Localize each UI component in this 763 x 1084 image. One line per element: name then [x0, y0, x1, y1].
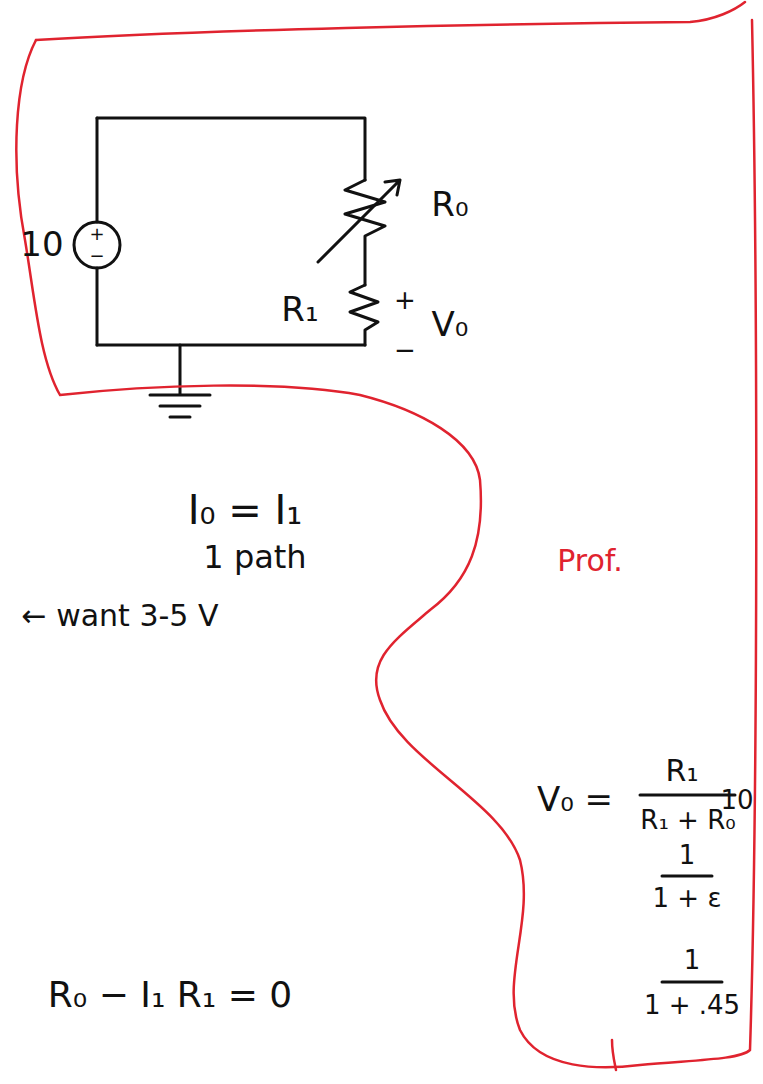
note: ← want 3-5 V: [22, 599, 219, 632]
fraction-bar: [662, 981, 722, 984]
wire: [96, 268, 99, 345]
resistor-name: R₁: [281, 291, 318, 328]
note: 1 path: [203, 540, 306, 575]
equation: 10: [720, 786, 753, 815]
wire: [97, 344, 365, 347]
wire: [97, 118, 365, 180]
fraction-bar: [662, 875, 712, 878]
source-value: 10: [20, 226, 63, 263]
red-outline: [16, 20, 756, 1067]
variable-arrow: [318, 180, 400, 262]
fraction-numerator: 1: [684, 946, 701, 975]
polarity-sign: +: [394, 286, 416, 315]
resistor-name: R₀: [431, 186, 468, 223]
polarity-sign: −: [394, 336, 416, 365]
equation: R₀ − I₁ R₁ = 0: [48, 975, 292, 1015]
fraction-denominator: 1 + .45: [644, 991, 740, 1020]
fraction-denominator: 1 + ε: [653, 884, 722, 913]
fraction-numerator: 1: [679, 841, 696, 870]
resistor-symbol: [345, 180, 385, 285]
ground-symbol: [150, 345, 210, 417]
annotation: Prof.: [557, 544, 623, 577]
fraction-numerator: R₁: [666, 754, 699, 787]
red-mark: [612, 1040, 616, 1070]
wire: [96, 118, 99, 222]
polarity-sign: −: [89, 246, 104, 266]
voltage-name: V₀: [432, 306, 469, 343]
equation: I₀ = I₁: [188, 488, 303, 532]
resistor-symbol: [350, 285, 378, 345]
equation: V₀ =: [537, 781, 613, 818]
voltage-source-symbol: [74, 222, 120, 268]
red-outline: [36, 2, 745, 40]
polarity-sign: +: [89, 224, 104, 244]
